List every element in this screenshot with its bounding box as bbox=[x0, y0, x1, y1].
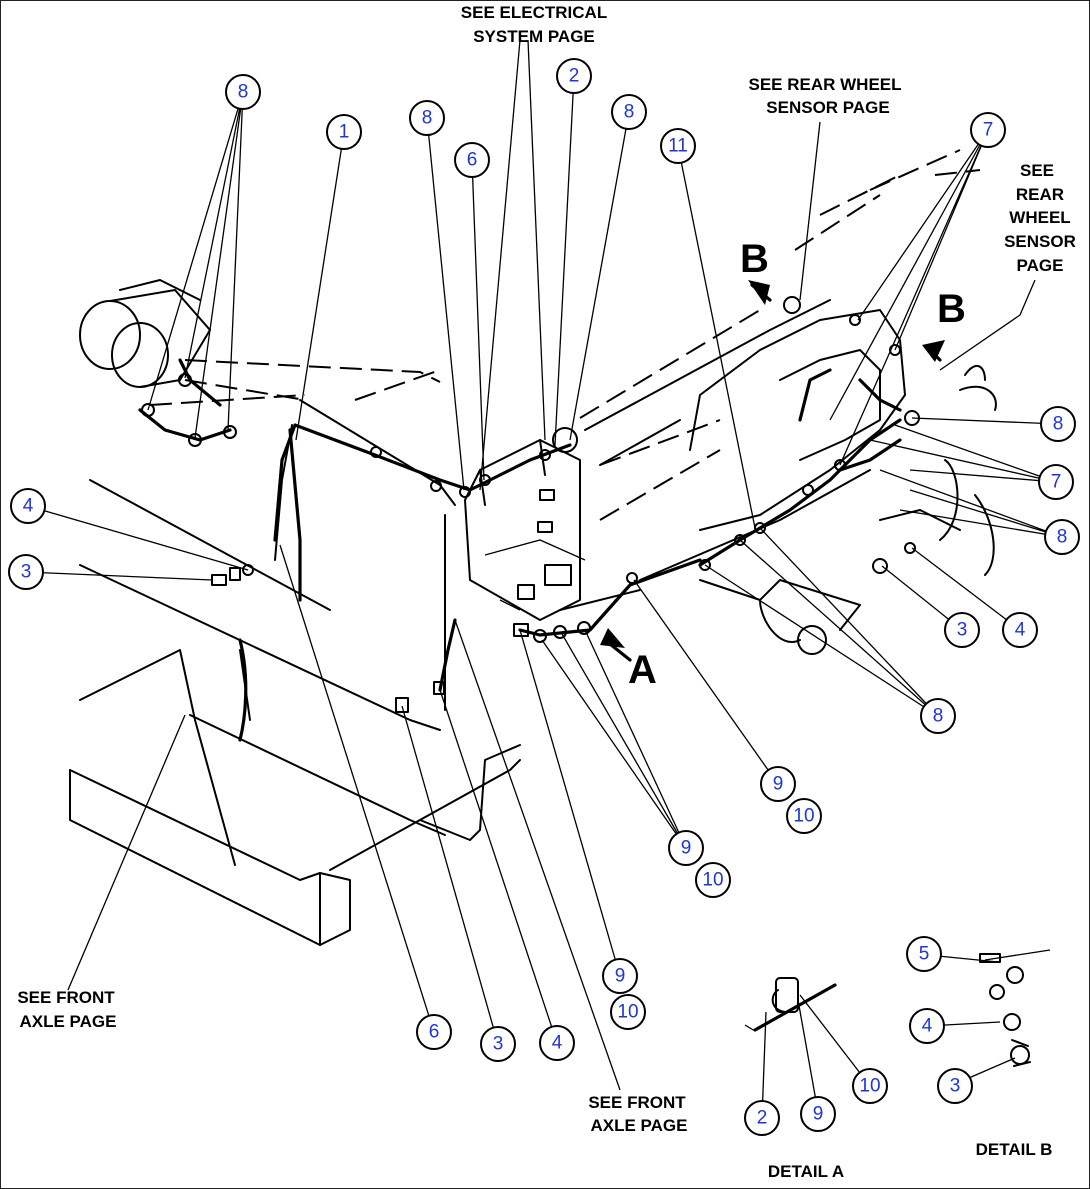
callout-3-bottom: 3 bbox=[480, 1026, 516, 1062]
callout-9-right: 9 bbox=[760, 766, 796, 802]
callout-4-left: 4 bbox=[10, 488, 46, 524]
svg-text:9: 9 bbox=[813, 1104, 824, 1125]
callout-10-right: 10 bbox=[786, 798, 822, 834]
callout-4-bottom: 4 bbox=[539, 1025, 575, 1061]
svg-text:1: 1 bbox=[339, 122, 350, 143]
callout-8-center: 8 bbox=[611, 94, 647, 130]
see-rear-wheel-right-line-5: PAGE bbox=[1017, 256, 1064, 275]
callout-8-bottom-right: 8 bbox=[920, 698, 956, 734]
view-arrows bbox=[600, 280, 945, 662]
svg-text:10: 10 bbox=[859, 1076, 880, 1097]
see-rear-wheel-label-line-2: SENSOR PAGE bbox=[766, 98, 889, 117]
see-front-axle-center-line-2: AXLE PAGE bbox=[591, 1116, 688, 1135]
svg-text:5: 5 bbox=[919, 944, 930, 965]
callout-2-top: 2 bbox=[556, 58, 592, 94]
svg-text:10: 10 bbox=[702, 870, 723, 891]
callout-6-top: 6 bbox=[454, 142, 490, 178]
svg-text:3: 3 bbox=[957, 620, 968, 641]
callout-bubbles: 8 1 8 6 2 8 11 7 8 7 8 4 3 3 4 8 9 10 9 … bbox=[8, 58, 1080, 1136]
svg-text:6: 6 bbox=[429, 1022, 440, 1043]
callout-4-detail-b: 4 bbox=[909, 1008, 945, 1044]
callout-10-detail-a: 10 bbox=[852, 1068, 888, 1104]
callout-8-right-upper: 8 bbox=[1040, 406, 1076, 442]
svg-text:9: 9 bbox=[681, 838, 692, 859]
svg-text:8: 8 bbox=[1057, 527, 1068, 548]
leader-lines bbox=[25, 39, 1063, 1119]
callout-10-center: 10 bbox=[695, 862, 731, 898]
view-marker-a: A bbox=[628, 648, 657, 692]
see-rear-wheel-right-line-4: SENSOR bbox=[1004, 232, 1076, 251]
callout-8-top-left: 8 bbox=[225, 74, 261, 110]
see-electrical-label-line-2: SYSTEM PAGE bbox=[473, 27, 595, 46]
svg-text:8: 8 bbox=[933, 706, 944, 727]
svg-text:7: 7 bbox=[983, 120, 994, 141]
callout-3-detail-b: 3 bbox=[937, 1068, 973, 1104]
svg-text:8: 8 bbox=[238, 82, 249, 103]
callout-2-detail-a: 2 bbox=[744, 1100, 780, 1136]
see-rear-wheel-right-line-1: SEE bbox=[1020, 161, 1054, 180]
callout-4-right: 4 bbox=[1002, 612, 1038, 648]
callout-6-bottom: 6 bbox=[416, 1014, 452, 1050]
svg-text:11: 11 bbox=[668, 136, 688, 157]
see-front-axle-center-line-1: SEE FRONT bbox=[588, 1093, 686, 1112]
callout-8-right-lower: 8 bbox=[1044, 519, 1080, 555]
see-front-axle-left-line-2: AXLE PAGE bbox=[20, 1012, 117, 1031]
callout-5-detail-b: 5 bbox=[906, 936, 942, 972]
callout-9-center: 9 bbox=[668, 830, 704, 866]
svg-text:4: 4 bbox=[552, 1033, 563, 1054]
svg-text:9: 9 bbox=[615, 966, 626, 987]
callout-3-right: 3 bbox=[944, 612, 980, 648]
detail-a-title: DETAIL A bbox=[768, 1162, 844, 1181]
see-rear-wheel-label-line-1: SEE REAR WHEEL bbox=[748, 75, 901, 94]
svg-text:2: 2 bbox=[757, 1108, 768, 1129]
svg-text:8: 8 bbox=[624, 102, 635, 123]
svg-text:10: 10 bbox=[793, 806, 814, 827]
callout-7-right: 7 bbox=[1038, 464, 1074, 500]
svg-text:9: 9 bbox=[773, 774, 784, 795]
detail-b-title: DETAIL B bbox=[976, 1140, 1053, 1159]
svg-text:3: 3 bbox=[950, 1076, 961, 1097]
svg-text:3: 3 bbox=[493, 1034, 504, 1055]
see-rear-wheel-right-line-2: REAR bbox=[1016, 185, 1064, 204]
callout-10-lower: 10 bbox=[610, 994, 646, 1030]
callout-1: 1 bbox=[326, 114, 362, 150]
svg-text:8: 8 bbox=[1053, 414, 1064, 435]
detail-b-drawing bbox=[979, 949, 1051, 1067]
view-marker-b-1: B bbox=[740, 237, 769, 281]
see-electrical-label-line-1: SEE ELECTRICAL bbox=[461, 3, 607, 22]
svg-text:6: 6 bbox=[467, 150, 478, 171]
see-front-axle-left-line-1: SEE FRONT bbox=[17, 988, 115, 1007]
detail-a-drawing bbox=[744, 977, 837, 1032]
callout-8-center-left: 8 bbox=[409, 100, 445, 136]
svg-text:8: 8 bbox=[422, 108, 433, 129]
callout-7-top: 7 bbox=[970, 112, 1006, 148]
svg-text:2: 2 bbox=[569, 66, 580, 87]
svg-text:4: 4 bbox=[1015, 620, 1026, 641]
svg-text:4: 4 bbox=[23, 496, 34, 517]
brake-lines bbox=[138, 358, 902, 742]
fittings bbox=[141, 296, 920, 713]
callout-9-detail-a: 9 bbox=[800, 1096, 836, 1132]
svg-text:4: 4 bbox=[922, 1016, 933, 1037]
callout-9-lower: 9 bbox=[602, 958, 638, 994]
chassis-drawing bbox=[69, 149, 997, 946]
view-marker-b-2: B bbox=[937, 287, 966, 331]
callout-11: 11 bbox=[660, 128, 696, 164]
callout-3-left: 3 bbox=[8, 554, 44, 590]
svg-text:10: 10 bbox=[617, 1002, 638, 1023]
svg-text:7: 7 bbox=[1051, 472, 1062, 493]
see-rear-wheel-right-line-3: WHEEL bbox=[1009, 208, 1070, 227]
svg-text:3: 3 bbox=[21, 562, 32, 583]
